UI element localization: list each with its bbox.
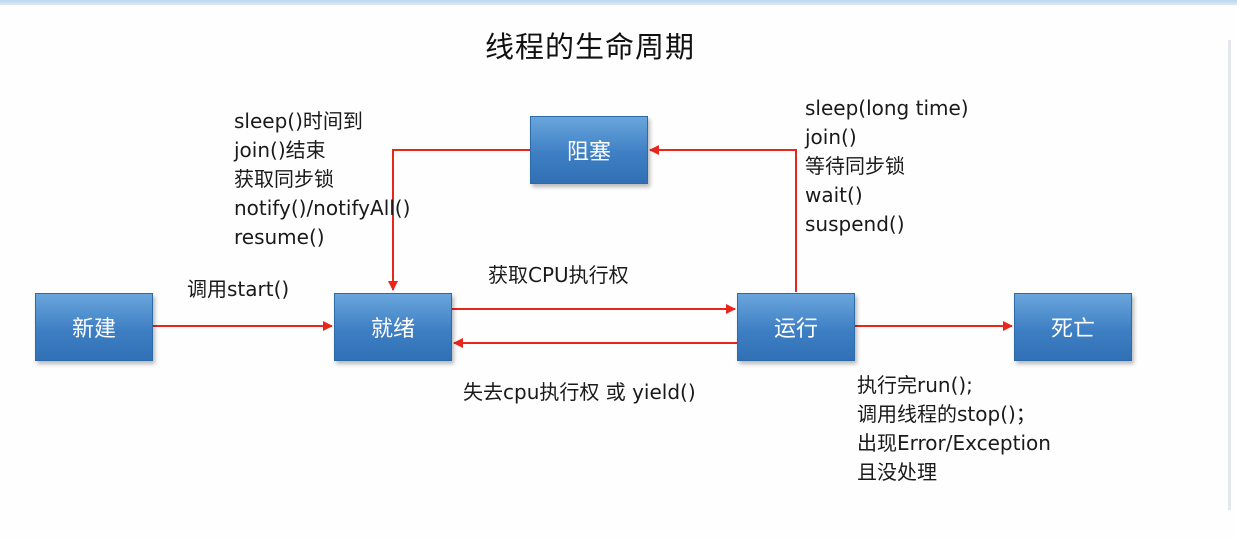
- condition-line: 获取同步锁: [234, 167, 334, 191]
- condition-line: 执行完run();: [857, 373, 973, 397]
- state-running: 运行: [737, 293, 855, 361]
- scrollbar[interactable]: [1228, 40, 1231, 510]
- condition-line: sleep(long time): [805, 96, 969, 120]
- condition-line: resume(): [234, 225, 325, 249]
- arrow-blocked-to-ready: [388, 149, 530, 291]
- condition-line: 且没处理: [857, 460, 937, 484]
- state-new: 新建: [35, 293, 153, 361]
- diagram-title: 线程的生命周期: [484, 30, 695, 64]
- condition-line: wait(): [805, 183, 863, 207]
- top-accent-bar: [0, 0, 1237, 5]
- state-blocked: 阻塞: [530, 116, 648, 184]
- label-blocked-to-ready: sleep()时间到 join()结束 获取同步锁 notify()/notif…: [234, 107, 410, 252]
- condition-line: join()结束: [234, 138, 326, 162]
- condition-line: 出现Error/Exception: [857, 431, 1051, 455]
- label-new-to-ready: 调用start(): [187, 277, 290, 301]
- condition-line: join(): [805, 125, 857, 149]
- condition-line: 调用线程的stop()；: [857, 402, 1036, 426]
- condition-line: sleep()时间到: [234, 109, 363, 133]
- label-running-to-dead: 执行完run(); 调用线程的stop()； 出现Error/Exception…: [857, 371, 1051, 487]
- state-dead: 死亡: [1014, 293, 1132, 361]
- label-ready-to-running: 获取CPU执行权: [488, 263, 629, 287]
- label-running-to-ready: 失去cpu执行权 或 yield(): [463, 380, 696, 404]
- state-ready: 就绪: [334, 293, 452, 361]
- condition-line: suspend(): [805, 212, 905, 236]
- label-running-to-blocked: sleep(long time) join() 等待同步锁 wait() sus…: [805, 94, 969, 239]
- arrow-running-to-blocked: [649, 145, 797, 292]
- condition-line: notify()/notifyAll(): [234, 196, 411, 220]
- condition-line: 等待同步锁: [805, 154, 905, 178]
